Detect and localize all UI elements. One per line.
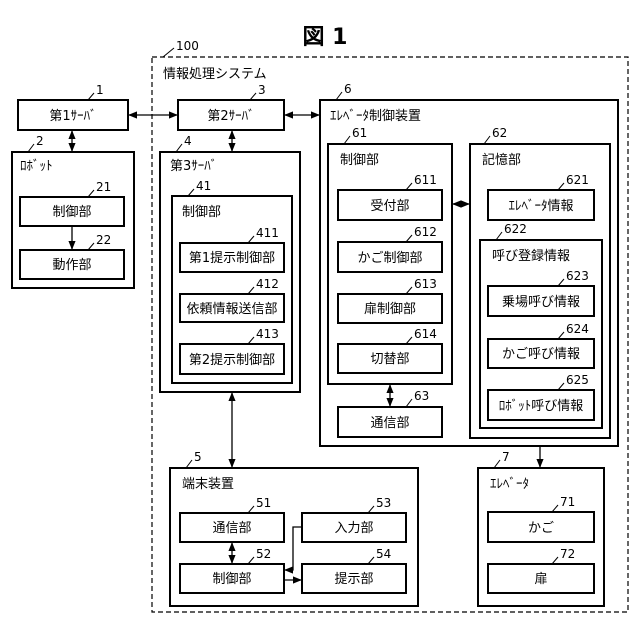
ref-5: 5 xyxy=(194,450,202,464)
elevator-info-label: ｴﾚﾍﾞｰﾀ情報 xyxy=(508,199,573,214)
car-label: かご xyxy=(528,520,554,536)
ref-624: 624 xyxy=(566,322,589,336)
server2-label: 第2ｻｰﾊﾞ xyxy=(207,109,254,124)
ref-7: 7 xyxy=(502,450,510,464)
ref-63: 63 xyxy=(414,389,429,403)
ref-71: 71 xyxy=(560,495,575,509)
robot-call-label: ﾛﾎﾞｯﾄ呼び情報 xyxy=(499,399,584,414)
ref-611: 611 xyxy=(414,173,437,187)
leader-1 xyxy=(88,93,94,100)
ref-622: 622 xyxy=(504,222,527,236)
ref-72: 72 xyxy=(560,547,575,561)
ref-62: 62 xyxy=(492,126,507,140)
ref-52: 52 xyxy=(256,547,271,561)
leader-100 xyxy=(163,48,174,57)
ref-6: 6 xyxy=(344,82,352,96)
leader-4 xyxy=(176,144,182,152)
first-presentation-label: 第1提示制御部 xyxy=(189,250,275,266)
ref-613: 613 xyxy=(414,277,437,291)
car-call-label: かご呼び情報 xyxy=(502,346,580,362)
robot-label: ﾛﾎﾞｯﾄ xyxy=(20,159,53,174)
door-label: 扉 xyxy=(534,571,547,587)
ref-51: 51 xyxy=(256,496,271,510)
server3-label: 第3ｻｰﾊﾞ xyxy=(170,159,217,174)
door-control-label: 扉制御部 xyxy=(364,301,416,317)
switching-label: 切替部 xyxy=(370,352,409,367)
ref-614: 614 xyxy=(414,327,437,341)
ref-53: 53 xyxy=(376,496,391,510)
reception-label: 受付部 xyxy=(370,199,409,214)
ref-100: 100 xyxy=(176,39,199,53)
terminal-presentation-label: 提示部 xyxy=(334,571,373,587)
robot-motion-label: 動作部 xyxy=(52,258,91,273)
ref-411: 411 xyxy=(256,226,279,240)
leader-6 xyxy=(336,92,342,100)
request-sender-label: 依頼情報送信部 xyxy=(186,302,277,317)
ec-control-label: 制御部 xyxy=(340,153,379,168)
leader-3 xyxy=(250,93,256,100)
ref-612: 612 xyxy=(414,225,437,239)
leader-2 xyxy=(28,144,34,152)
ref-22: 22 xyxy=(96,233,111,247)
hall-call-label: 乗場呼び情報 xyxy=(502,295,580,310)
leader-5 xyxy=(186,460,192,468)
ref-412: 412 xyxy=(256,277,279,291)
terminal-input-label: 入力部 xyxy=(334,521,373,536)
call-registration-label: 呼び登録情報 xyxy=(492,249,570,264)
second-presentation-label: 第2提示制御部 xyxy=(189,352,275,368)
ref-41: 41 xyxy=(196,179,211,193)
terminal-comm-label: 通信部 xyxy=(212,521,251,536)
ec-comm-label: 通信部 xyxy=(370,416,409,431)
ref-2: 2 xyxy=(36,134,44,148)
ref-413: 413 xyxy=(256,327,279,341)
ref-4: 4 xyxy=(184,134,192,148)
server3-control-label: 制御部 xyxy=(182,205,221,220)
ref-3: 3 xyxy=(258,83,266,97)
server1-label: 第1ｻｰﾊﾞ xyxy=(49,109,96,124)
ref-625: 625 xyxy=(566,373,589,387)
ref-21: 21 xyxy=(96,180,111,194)
ref-621: 621 xyxy=(566,173,589,187)
ref-623: 623 xyxy=(566,269,589,283)
system-label: 情報処理システム xyxy=(163,67,267,82)
car-control-label: かご制御部 xyxy=(357,250,422,266)
robot-control-label: 制御部 xyxy=(52,205,91,220)
storage-label: 記憶部 xyxy=(482,152,521,168)
terminal-label: 端末装置 xyxy=(182,477,234,492)
terminal-control-label: 制御部 xyxy=(212,572,251,587)
elevator-label: ｴﾚﾍﾞｰﾀ xyxy=(490,477,529,492)
elevator-controller-label: ｴﾚﾍﾞｰﾀ制御装置 xyxy=(330,109,421,124)
leader-7 xyxy=(494,460,500,468)
ref-54: 54 xyxy=(376,547,391,561)
ref-61: 61 xyxy=(352,126,367,140)
figure-title: 図 1 xyxy=(303,25,348,50)
ref-1: 1 xyxy=(96,83,104,97)
